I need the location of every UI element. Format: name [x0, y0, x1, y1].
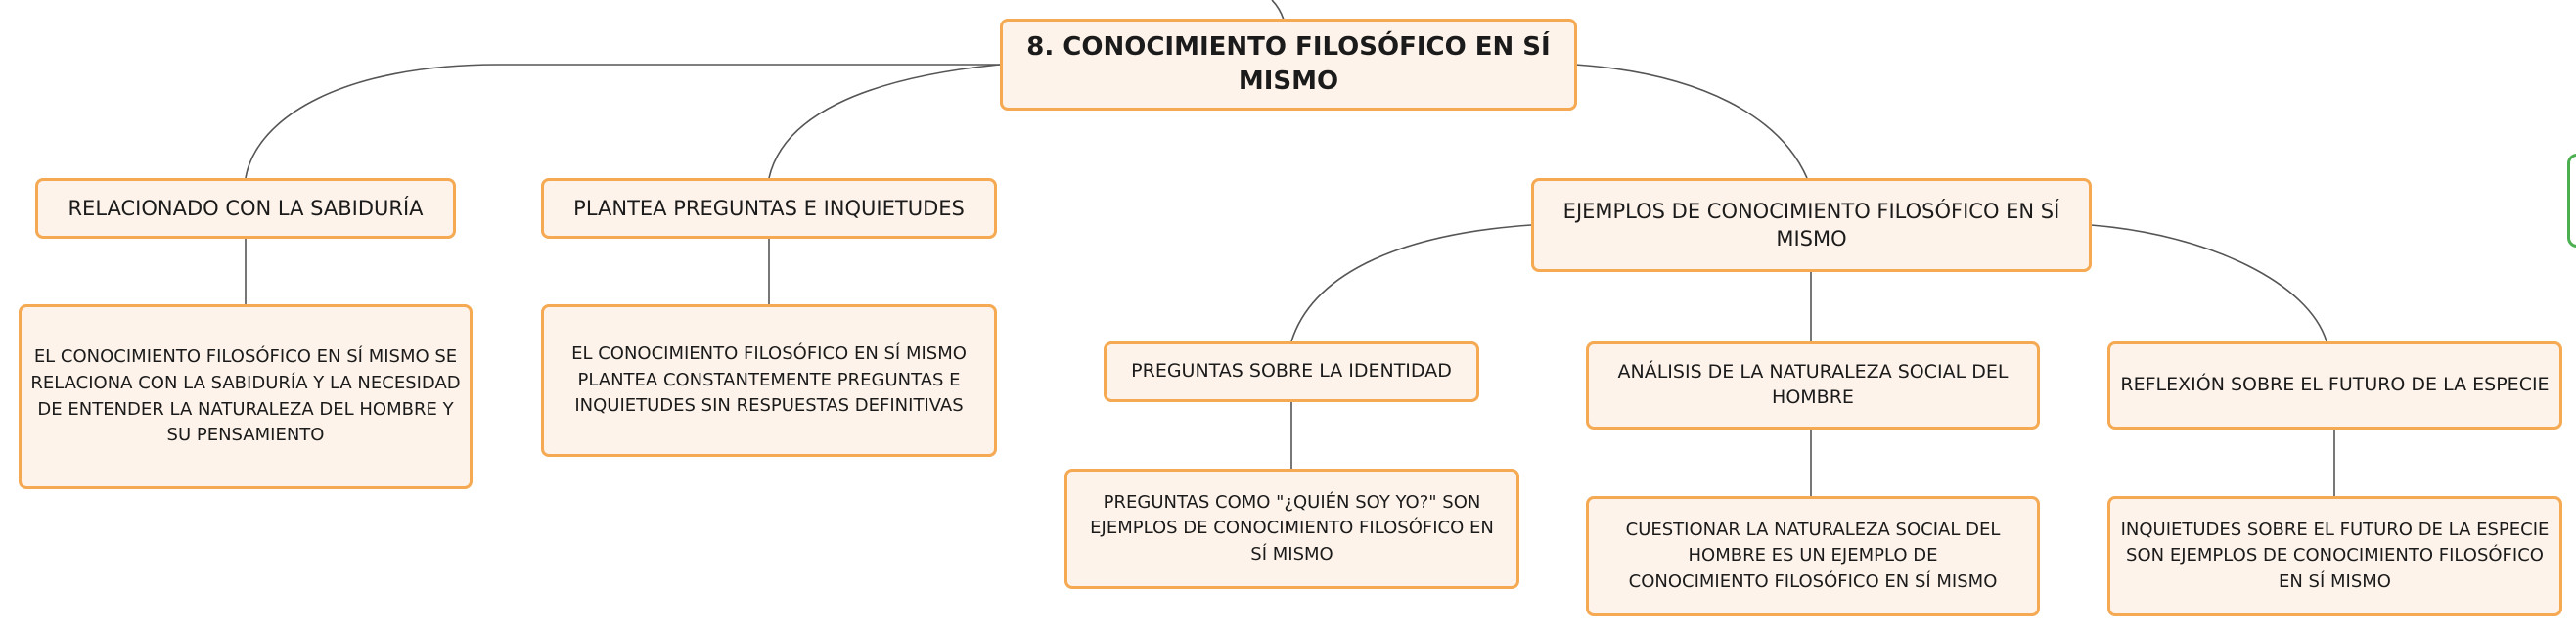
detail-identidad[interactable]: PREGUNTAS COMO "¿QUIÉN SOY YO?" SON EJEM…: [1064, 469, 1519, 589]
topic-preguntas-label: PLANTEA PREGUNTAS E INQUIETUDES: [573, 196, 965, 220]
link-root-preguntas: [768, 64, 1001, 179]
topic-preguntas[interactable]: PLANTEA PREGUNTAS E INQUIETUDES: [541, 178, 997, 239]
root-label: 8. CONOCIMIENTO FILOSÓFICO EN SÍ MISMO: [1026, 31, 1551, 96]
subtopic-futuro-label: REFLEXIÓN SOBRE EL FUTURO DE LA ESPECIE: [2120, 374, 2550, 396]
detail-sabiduria-text: EL CONOCIMIENTO FILOSÓFICO EN SÍ MISMO S…: [30, 346, 461, 446]
topic-sabiduria[interactable]: RELACIONADO CON LA SABIDURÍA: [35, 178, 456, 239]
detail-social[interactable]: CUESTIONAR LA NATURALEZA SOCIAL DEL HOMB…: [1586, 496, 2040, 616]
detail-futuro-text: INQUIETUDES SOBRE EL FUTURO DE LA ESPECI…: [2120, 519, 2550, 592]
root-node[interactable]: 8. CONOCIMIENTO FILOSÓFICO EN SÍ MISMO: [1000, 19, 1577, 111]
detail-preguntas[interactable]: EL CONOCIMIENTO FILOSÓFICO EN SÍ MISMO P…: [541, 304, 997, 457]
link-root-sabiduria: [245, 64, 1000, 179]
link-to-parent-offscreen: [1271, 0, 1285, 21]
link-ejemplos-futuro: [2090, 224, 2327, 342]
detail-identidad-text: PREGUNTAS COMO "¿QUIÉN SOY YO?" SON EJEM…: [1090, 491, 1494, 565]
subtopic-identidad-label: PREGUNTAS SOBRE LA IDENTIDAD: [1131, 360, 1452, 383]
link-ejemplos-identidad: [1290, 224, 1532, 342]
topic-sabiduria-label: RELACIONADO CON LA SABIDURÍA: [68, 196, 424, 220]
topic-ejemplos-label: EJEMPLOS DE CONOCIMIENTO FILOSÓFICO EN S…: [1562, 199, 2060, 250]
detail-social-text: CUESTIONAR LA NATURALEZA SOCIAL DEL HOMB…: [1625, 519, 2001, 592]
subtopic-social[interactable]: ANÁLISIS DE LA NATURALEZA SOCIAL DEL HOM…: [1586, 341, 2040, 430]
detail-futuro[interactable]: INQUIETUDES SOBRE EL FUTURO DE LA ESPECI…: [2107, 496, 2562, 616]
subtopic-identidad[interactable]: PREGUNTAS SOBRE LA IDENTIDAD: [1104, 341, 1479, 402]
subtopic-social-label: ANÁLISIS DE LA NATURALEZA SOCIAL DEL HOM…: [1617, 361, 2009, 408]
offscreen-node-edge[interactable]: [2567, 154, 2576, 248]
subtopic-futuro[interactable]: REFLEXIÓN SOBRE EL FUTURO DE LA ESPECIE: [2107, 341, 2562, 430]
detail-sabiduria[interactable]: EL CONOCIMIENTO FILOSÓFICO EN SÍ MISMO S…: [19, 304, 473, 489]
link-root-ejemplos: [1574, 64, 1808, 179]
detail-preguntas-text: EL CONOCIMIENTO FILOSÓFICO EN SÍ MISMO P…: [571, 343, 967, 417]
topic-ejemplos[interactable]: EJEMPLOS DE CONOCIMIENTO FILOSÓFICO EN S…: [1531, 178, 2092, 272]
